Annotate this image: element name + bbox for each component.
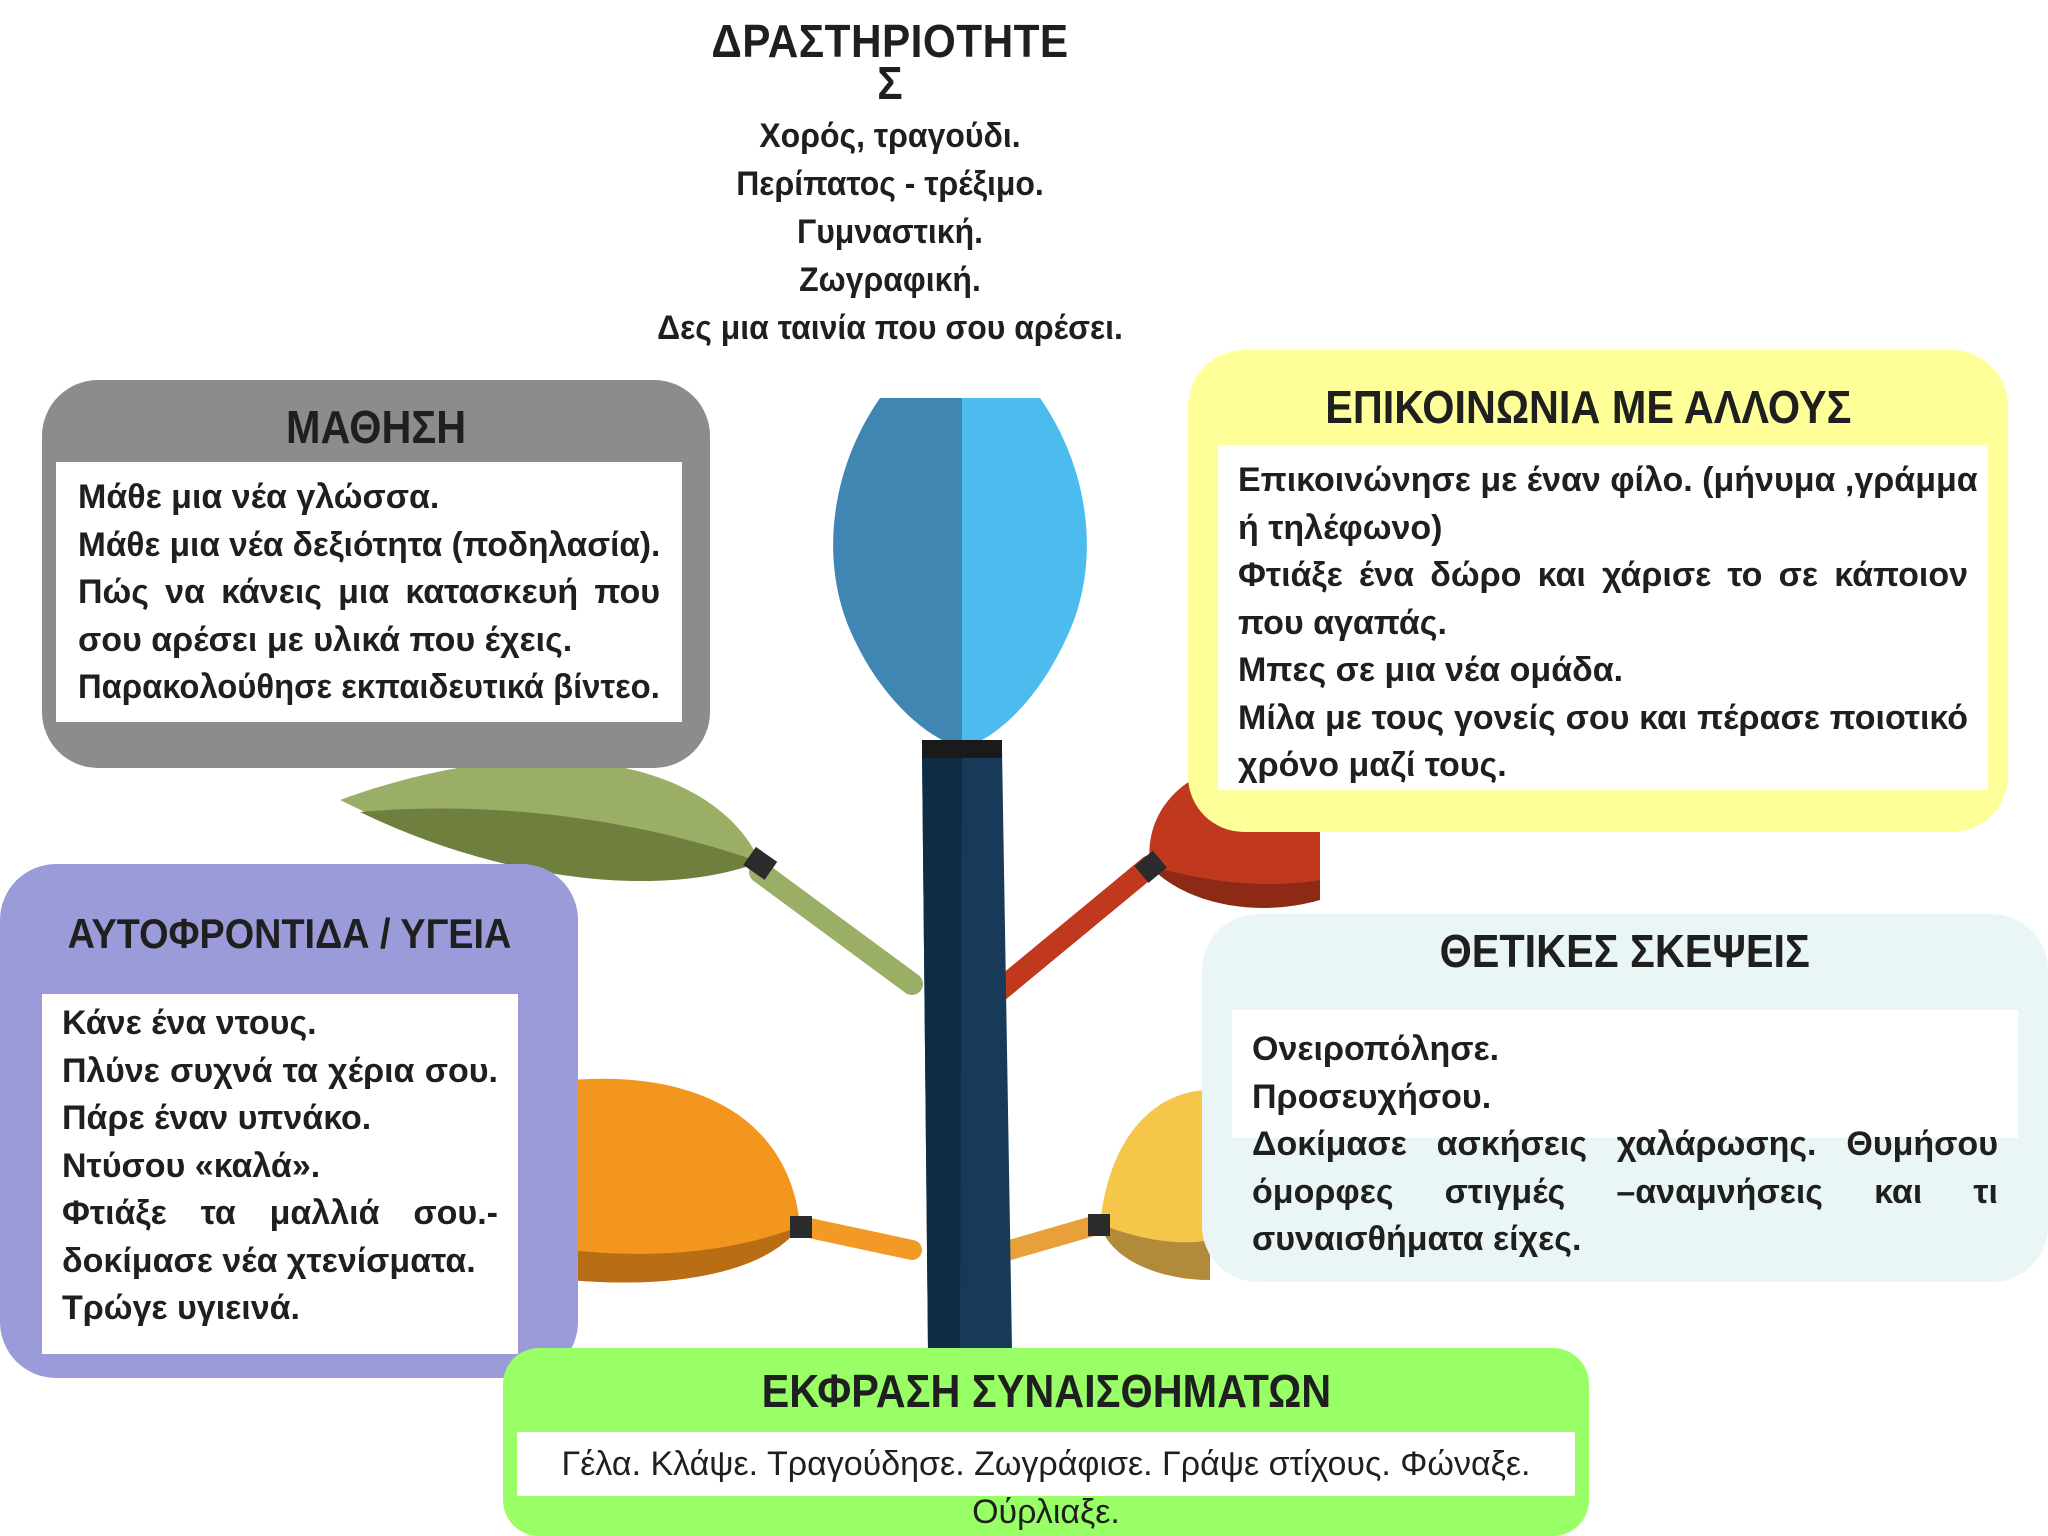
branch-yellow xyxy=(1000,1214,1110,1260)
positive-line: Δοκίμασε ασκήσεις χαλάρωσης. Θυμήσου xyxy=(1252,1125,1998,1163)
expression-line: Ούρλιαξε. xyxy=(972,1493,1120,1531)
selfcare-line: Πλύνε συχνά τα χέρια σου. xyxy=(62,1051,498,1090)
learning-line: Μάθε μια νέα γλώσσα. xyxy=(78,478,440,516)
communication-title: ΕΠΙΚΟΙΝΩΝΙΑ ΜΕ ΑΛΛΟΥΣ xyxy=(1324,381,1852,433)
communication-line: Επικοινώνησε με έναν φίλο. (μήνυμα ,γράμ… xyxy=(1238,461,1978,499)
positive-line: όμορφες στιγμές –αναμνήσεις και τι xyxy=(1252,1172,1998,1211)
activity-item: Δες μια ταινία που σου αρέσει. xyxy=(657,309,1123,347)
learning-line: Μάθε μια νέα δεξιότητα (ποδηλασία). xyxy=(78,525,661,564)
communication-card: ΕΠΙΚΟΙΝΩΝΙΑ ΜΕ ΑΛΛΟΥΣ Επικοινώνησε με έν… xyxy=(1188,350,2008,832)
positive-line: Προσευχήσου. xyxy=(1252,1077,1492,1116)
positive-line: συναισθήματα είχες. xyxy=(1252,1220,1582,1258)
activity-item: Χορός, τραγούδι. xyxy=(759,117,1021,155)
learning-line: Πώς να κάνεις μια κατασκευή που xyxy=(78,573,660,611)
branch-orange xyxy=(790,1216,922,1260)
learning-title: ΜΑΘΗΣΗ xyxy=(285,401,467,453)
communication-line: Φτιάξε ένα δώρο και χάρισε το σε κάποιον xyxy=(1238,556,1968,594)
positive-thoughts-body: Ονειροπόλησε. Προσευχήσου. Δοκίμασε ασκή… xyxy=(1232,1010,2018,1258)
selfcare-line: Τρώγε υγιεινά. xyxy=(62,1289,300,1327)
selfcare-line: Κάνε ένα ντους. xyxy=(62,1004,317,1042)
selfcare-line: Ντύσου «καλά». xyxy=(62,1146,321,1185)
selfcare-card: ΑΥΤΟΦΡΟΝΤΙΔΑ / ΥΓΕΙΑ Κάνε ένα ντους. Πλύ… xyxy=(0,864,578,1378)
positive-thoughts-card: ΘΕΤΙΚΕΣ ΣΚΕΨΕΙΣ Ονειροπόλησε. Προσευχήσο… xyxy=(1202,914,2048,1282)
activity-item: Γυμναστική. xyxy=(796,213,984,251)
activities-section: ΔΡΑΣΤΗΡΙΟΤΗΤΕ Σ Χορός, τραγούδι. Περίπατ… xyxy=(600,14,1180,352)
activities-title: ΔΡΑΣΤΗΡΙΟΤΗΤΕ xyxy=(711,15,1069,67)
activities-title-continuation: Σ xyxy=(877,57,903,109)
activity-item: Ζωγραφική. xyxy=(799,261,981,299)
communication-line: Μπες σε μια νέα ομάδα. xyxy=(1238,651,1624,689)
branch-green xyxy=(749,861,923,995)
learning-line: Παρακολούθησε εκπαιδευτικά βίντεο. xyxy=(78,668,660,706)
selfcare-line: Φτιάξε τα μαλλιά σου.- xyxy=(62,1194,498,1232)
communication-line: ή τηλέφωνο) xyxy=(1238,508,1443,547)
positive-thoughts-title: ΘΕΤΙΚΕΣ ΣΚΕΨΕΙΣ xyxy=(1439,925,1811,977)
communication-line: χρόνο μαζί τους. xyxy=(1238,746,1507,784)
communication-line: που αγαπάς. xyxy=(1238,603,1447,642)
activity-item: Περίπατος - τρέξιμο. xyxy=(736,165,1044,203)
top-leaf xyxy=(833,398,1087,758)
learning-card: ΜΑΘΗΣΗ Μάθε μια νέα γλώσσα. Μάθε μια νέα… xyxy=(42,380,710,768)
learning-line: σου αρέσει με υλικά που έχεις. xyxy=(78,620,573,659)
emotion-expression-body: Γέλα. Κλάψε. Τραγούδησε. Ζωγράφισε. Γράψ… xyxy=(517,1432,1575,1531)
expression-line: Γέλα. Κλάψε. Τραγούδησε. Ζωγράφισε. Γράψ… xyxy=(561,1445,1531,1483)
selfcare-line: Πάρε έναν υπνάκο. xyxy=(62,1099,372,1137)
emotion-expression-card: ΕΚΦΡΑΣΗ ΣΥΝΑΙΣΘΗΜΑΤΩΝ Γέλα. Κλάψε. Τραγο… xyxy=(503,1348,1589,1536)
emotion-expression-title: ΕΚΦΡΑΣΗ ΣΥΝΑΙΣΘΗΜΑΤΩΝ xyxy=(761,1365,1331,1417)
positive-line: Ονειροπόλησε. xyxy=(1252,1030,1500,1068)
yellow-leaf xyxy=(1088,1090,1210,1280)
selfcare-body: Κάνε ένα ντους. Πλύνε συχνά τα χέρια σου… xyxy=(42,994,518,1354)
branch-red xyxy=(989,855,1161,1001)
orange-leaf xyxy=(570,1078,812,1283)
learning-body: Μάθε μια νέα γλώσσα. Μάθε μια νέα δεξιότ… xyxy=(56,462,682,722)
green-leaf xyxy=(340,760,778,882)
selfcare-line: δοκίμασε νέα χτενίσματα. xyxy=(62,1241,476,1280)
communication-body: Επικοινώνησε με έναν φίλο. (μήνυμα ,γράμ… xyxy=(1218,445,1988,790)
communication-line: Μίλα με τους γονείς σου και πέρασε ποιοτ… xyxy=(1238,698,1968,737)
activities-list: Χορός, τραγούδι. Περίπατος - τρέξιμο. Γυ… xyxy=(617,112,1162,352)
selfcare-title: ΑΥΤΟΦΡΟΝΤΙΔΑ / ΥΓΕΙΑ xyxy=(67,910,511,957)
